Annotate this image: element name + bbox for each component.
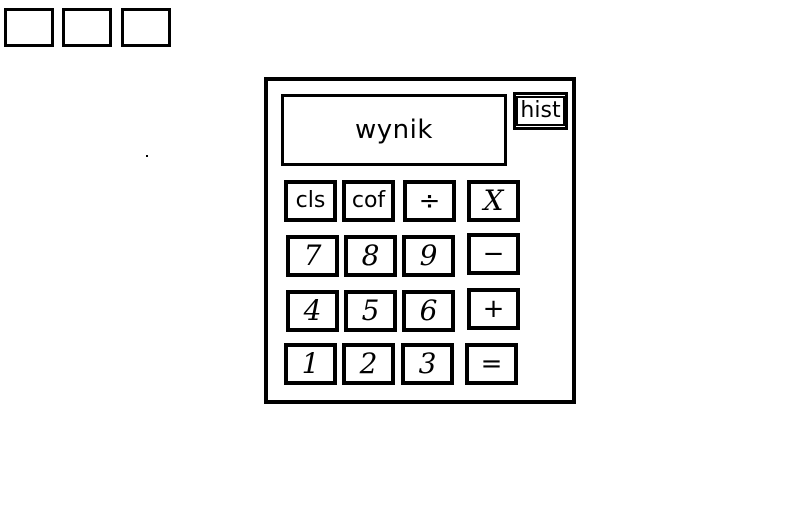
multiply-button[interactable]: X	[467, 180, 520, 222]
equals-button-label: =	[480, 349, 503, 379]
result-display-text: wynik	[355, 115, 433, 145]
divide-button-label: ÷	[418, 186, 441, 216]
plus-button-label: +	[482, 294, 505, 324]
digit-3-label: 3	[418, 347, 437, 380]
digit-1-label: 1	[301, 347, 320, 380]
digit-8-button[interactable]: 8	[344, 235, 397, 277]
digit-1-button[interactable]: 1	[284, 343, 337, 385]
digit-4-button[interactable]: 4	[286, 290, 339, 332]
digit-2-label: 2	[359, 347, 378, 380]
digit-4-label: 4	[303, 294, 322, 327]
history-button[interactable]: hist	[513, 92, 568, 130]
digit-6-label: 6	[419, 294, 438, 327]
calculator-window: wynik hist cls cof ÷ X 7 8 9 − 4 5 6 + 1	[264, 77, 576, 404]
digit-8-label: 8	[361, 239, 380, 272]
digit-7-label: 7	[303, 239, 322, 272]
plus-button[interactable]: +	[467, 288, 520, 330]
minus-button-label: −	[482, 239, 505, 269]
clear-button[interactable]: cls	[284, 180, 337, 222]
digit-9-label: 9	[419, 239, 438, 272]
empty-box-1	[4, 8, 54, 47]
equals-button[interactable]: =	[465, 343, 518, 385]
history-button-label: hist	[516, 96, 565, 126]
undo-button-label: cof	[351, 188, 386, 213]
divide-button[interactable]: ÷	[403, 180, 456, 222]
empty-box-3	[121, 8, 171, 47]
digit-9-button[interactable]: 9	[402, 235, 455, 277]
multiply-button-label: X	[483, 184, 504, 217]
digit-5-label: 5	[361, 294, 380, 327]
digit-2-button[interactable]: 2	[342, 343, 395, 385]
digit-6-button[interactable]: 6	[402, 290, 455, 332]
digit-5-button[interactable]: 5	[344, 290, 397, 332]
digit-7-button[interactable]: 7	[286, 235, 339, 277]
digit-3-button[interactable]: 3	[401, 343, 454, 385]
stray-dot	[146, 155, 148, 157]
empty-box-2	[62, 8, 112, 47]
undo-button[interactable]: cof	[342, 180, 395, 222]
minus-button[interactable]: −	[467, 233, 520, 275]
result-display: wynik	[281, 94, 507, 166]
clear-button-label: cls	[295, 188, 326, 213]
